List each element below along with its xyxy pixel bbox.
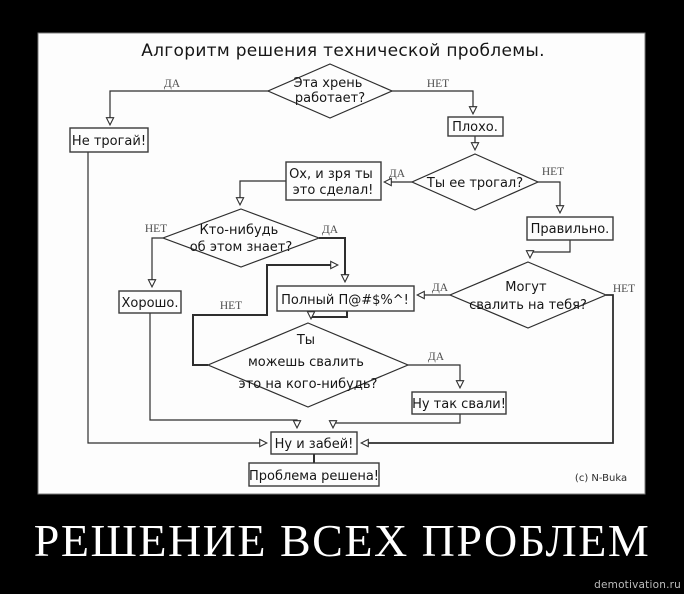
box-good [118,290,182,314]
box-regret [285,161,382,201]
edge-screwed-canblame [311,311,348,318]
label-knows-yes: ДА [322,224,339,236]
box-good-label: Хорошо. [121,296,178,311]
decision-blame-you [448,261,608,329]
label-touched-yes: ДА [389,168,406,180]
author-credit: (c) N-Buka [575,473,627,484]
box-forget-label: Ну и забей! [275,437,354,452]
box-right-label: Правильно. [531,222,610,237]
box-screwed-label: Полный П@#$%^! [281,293,409,308]
edge-blameyou-no [362,294,614,443]
box-bad [447,116,504,137]
label-canblame-no: НЕТ [220,300,242,312]
box-dont-touch [69,127,149,153]
decision-works [266,63,394,119]
box-dont-touch-label: Не трогай! [72,134,146,149]
edge-knows-no [152,237,163,286]
edge-right-blameyou [530,240,571,257]
label-blameyou-yes: ДА [432,282,449,294]
edge-works-no [392,90,473,113]
box-blame-label: Ну так свали! [412,397,506,412]
edge-donttouch-forget [87,152,266,443]
decision-touched [410,153,540,211]
box-solved [248,462,380,487]
box-blame [411,391,507,415]
decision-knows [161,208,321,268]
label-knows-no: НЕТ [145,223,167,235]
poster-caption: РЕШЕНИЕ ВСЕХ ПРОБЛЕМ [34,515,650,566]
label-blameyou-no: НЕТ [613,283,635,295]
edge-regret-knows [240,180,286,204]
label-touched-no: НЕТ [542,166,564,178]
decision-blame-you-label: Могут свалить на тебя? [469,280,587,313]
edge-knows-yes [319,237,345,281]
decision-touched-label: Ты ее трогал? [426,176,523,191]
decision-works-label: Эта хрень работает? [294,76,367,106]
box-right [526,216,614,241]
label-works-no: НЕТ [427,78,449,90]
site-watermark: demotivation.ru [594,579,681,591]
box-forget [270,431,358,455]
label-canblame-yes: ДА [428,351,445,363]
box-screwed [276,285,415,312]
decision-can-blame-label: Ты можешь свалить это на кого-нибудь? [239,333,378,392]
flowchart-title: Алгоритм решения технической проблемы. [141,41,545,61]
box-solved-label: Проблема решена! [249,469,379,484]
label-works-yes: ДА [164,78,181,90]
edge-canblame-yes [408,364,460,387]
box-regret-label: Ох, и зря ты это сделал! [289,167,377,198]
decision-knows-label: Кто-нибудь об этом знает? [190,223,293,255]
edge-touched-no [538,181,560,212]
edge-blame-forget [333,414,461,427]
box-bad-label: Плохо. [452,120,498,135]
decision-can-blame [206,322,410,408]
edge-canblame-no-loop [192,265,337,366]
edge-good-forget [149,313,297,427]
